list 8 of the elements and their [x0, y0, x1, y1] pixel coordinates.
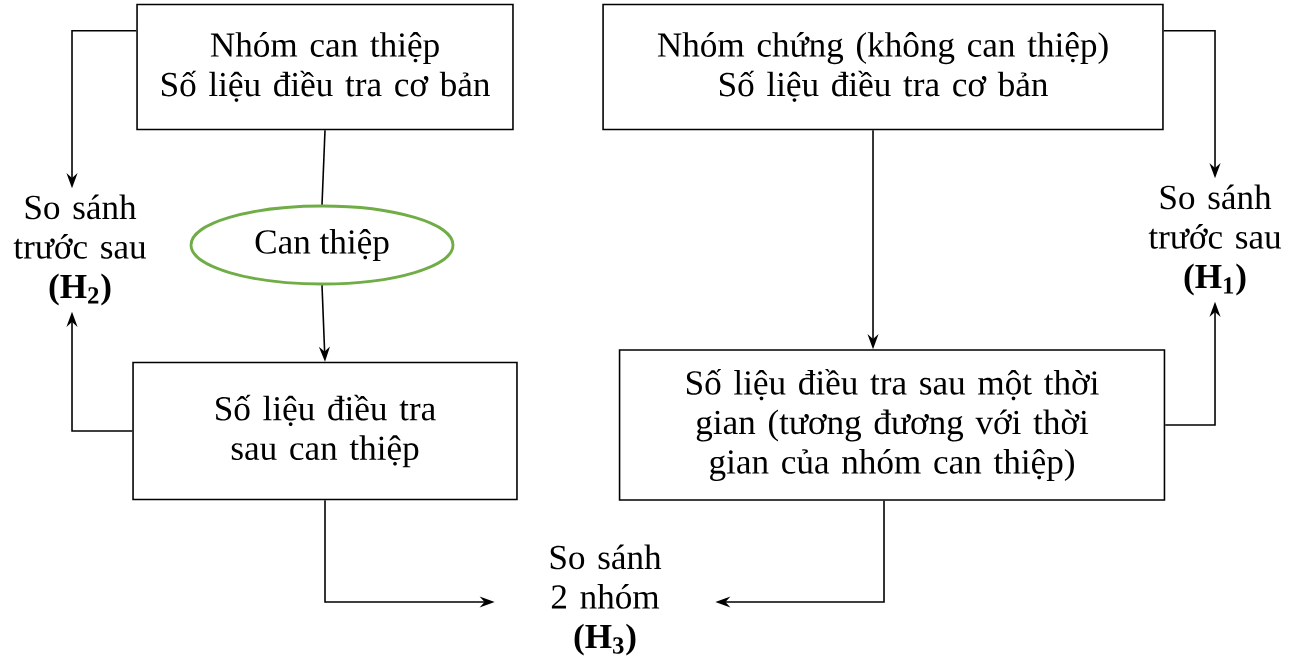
process-box: Nhóm chứng (không can thiệp) Số liệu điều tra cơ bản	[602, 3, 1164, 131]
comparison-text: So sánh trước sau (H$_{2}$)	[13, 194, 147, 306]
comparison-text: So sánh 2 nhóm (H$_{3}$)	[550, 544, 662, 656]
connector-line	[321, 129, 326, 206]
process-box: Nhóm can thiệp Số liệu điều tra cơ bản	[136, 3, 514, 131]
process-box: Số liệu điều tra sau một thời gian (tương đương với thời gian của nhóm can thiệp)	[618, 349, 1166, 501]
comparison-text: So sánh trước sau (H$_{1}$)	[1148, 184, 1282, 296]
process-box: Số liệu điều tra sau can thiệp	[132, 361, 518, 501]
